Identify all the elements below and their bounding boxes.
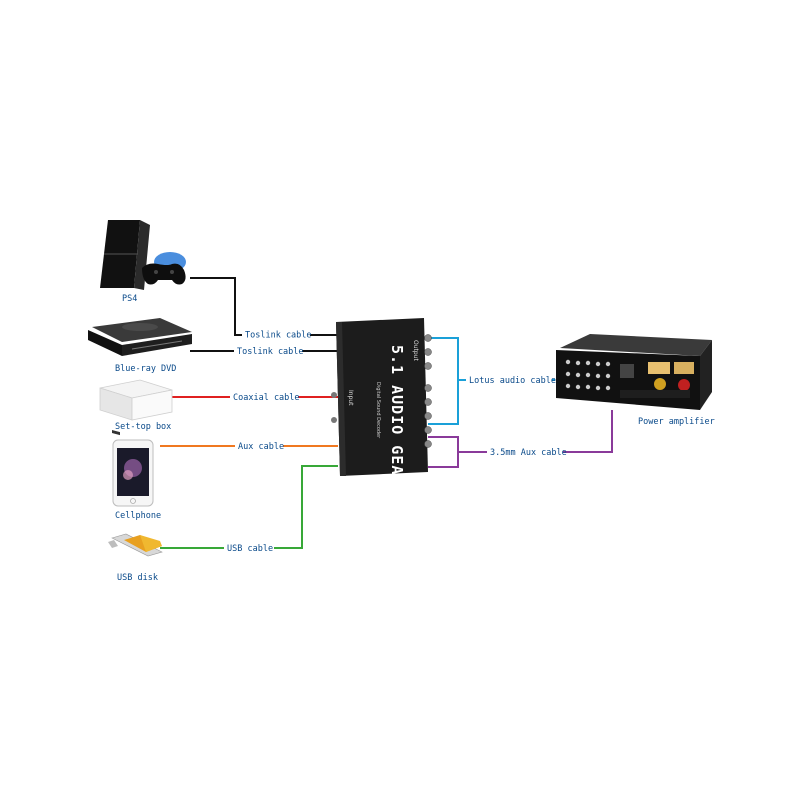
settop-box-label: Set-top box: [115, 422, 171, 432]
usb-disk-icon: [108, 533, 163, 557]
ps4-label: PS4: [122, 294, 137, 304]
audio-gear-subtitle: Digital Sound Decoder: [375, 382, 381, 439]
output-port-label: Output: [412, 340, 419, 361]
aux35-cable-line: [428, 436, 459, 468]
lotus-cable-line: [428, 337, 459, 425]
aux35-cable-branch: [458, 410, 613, 453]
power-amplifier-icon: [556, 334, 712, 410]
power-amplifier-label: Power amplifier: [638, 417, 715, 427]
audio-gear-title: 5.1 AUDIO GEAR: [388, 345, 406, 485]
aux35-cable-label: 3.5mm Aux cable: [490, 448, 567, 458]
settop-box-icon: [99, 379, 173, 436]
lotus-cable-label: Lotus audio cable: [469, 376, 556, 386]
usb-cable-label: USB cable: [227, 544, 273, 554]
bluray-label: Blue-ray DVD: [115, 364, 176, 374]
aux-cable-label: Aux cable: [238, 442, 284, 452]
audio-gear-decoder: 5.1 AUDIO GEAR Digital Sound Decoder Inp…: [331, 318, 432, 485]
bluray-icon: [88, 318, 192, 356]
toslink-cable-1-label: Toslink cable: [245, 331, 312, 341]
usb-cable-line: [160, 465, 338, 549]
cellphone-icon: [112, 439, 154, 507]
toslink-cable-2-label: Toslink cable: [237, 347, 304, 357]
coaxial-cable-label: Coaxial cable: [233, 393, 300, 403]
cellphone-label: Cellphone: [115, 511, 161, 521]
usb-disk-label: USB disk: [117, 573, 158, 583]
ps4-icon: [100, 220, 186, 290]
toslink-cable-1-line: [190, 277, 338, 336]
input-port-label: Input: [347, 390, 354, 406]
